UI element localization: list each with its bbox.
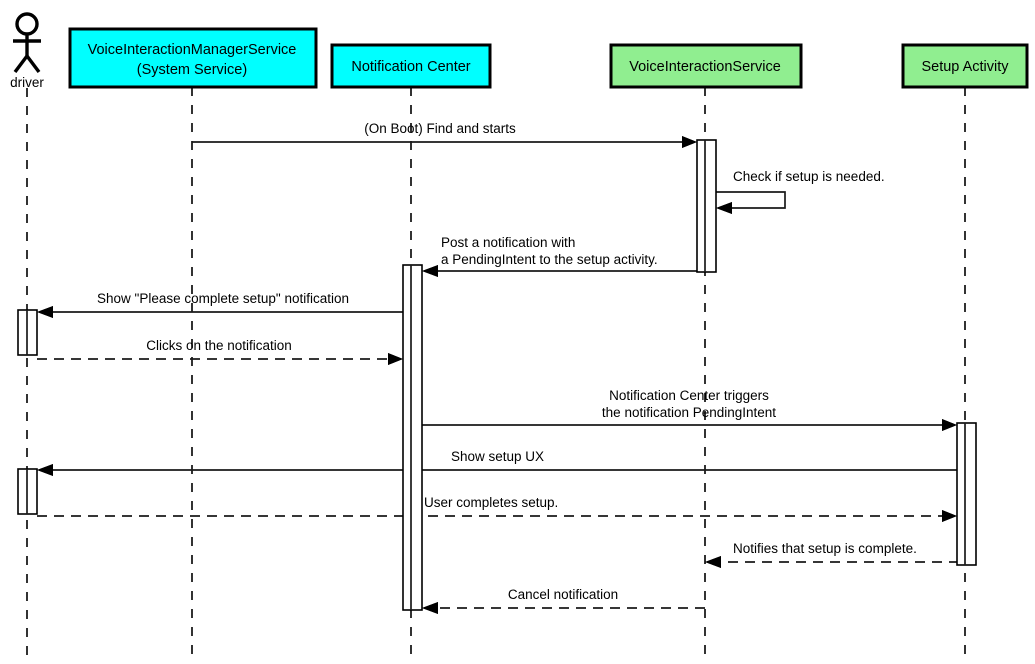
participant-label-line1: Setup Activity <box>921 59 1009 75</box>
message-notifies-that-setup-is-complete[interactable]: Notifies that setup is complete. <box>705 541 976 568</box>
message-check-if-setup-is-needed[interactable]: Check if setup is needed. <box>716 169 885 214</box>
message-clicks-on-the-notification[interactable]: Clicks on the notification <box>37 338 403 365</box>
arrowhead-left-icon <box>705 556 721 568</box>
arrowhead-left-icon <box>37 464 53 476</box>
message-label: Notifies that setup is complete. <box>733 541 917 556</box>
arrowhead-right-icon <box>388 353 403 365</box>
participant-label-line1: VoiceInteractionService <box>629 59 781 75</box>
arrowhead-left-icon <box>716 202 732 214</box>
participant-actor-driver[interactable]: driver <box>10 12 44 90</box>
message-label: Clicks on the notification <box>146 338 292 353</box>
participant-box-rect <box>901 43 1029 89</box>
arrowhead-right-icon <box>682 136 697 148</box>
participant-label-line1: VoiceInteractionManagerService <box>88 42 297 58</box>
participant-box-voiceinteractionmanagerservice[interactable]: VoiceInteractionManagerService (System S… <box>68 27 318 89</box>
activation-bars-group <box>17 139 977 611</box>
arrowhead-left-icon <box>37 306 53 318</box>
actor-leg-right-icon <box>25 54 41 74</box>
participant-box-voiceinteractionservice[interactable]: VoiceInteractionService <box>609 43 803 89</box>
message-label: Show setup UX <box>451 449 544 464</box>
activation-bar-voiceinteractionservice[interactable] <box>696 139 717 273</box>
message-cancel-notification[interactable]: Cancel notification <box>422 587 705 614</box>
message-label: Cancel notification <box>508 587 618 602</box>
activation-inner-lifeline-group <box>26 140 966 610</box>
message-show-setup-ux[interactable]: Show setup UX <box>37 449 965 476</box>
message-show-please-complete-setup-notification[interactable]: Show "Please complete setup" notificatio… <box>37 291 411 318</box>
message-label-line2: a PendingIntent to the setup activity. <box>441 252 658 267</box>
message-on-boot-find-and-starts[interactable]: (On Boot) Find and starts <box>192 121 697 148</box>
message-label: Check if setup is needed. <box>733 169 885 184</box>
arrowhead-left-icon <box>422 602 438 614</box>
message-label-line1: Notification Center triggers <box>609 388 769 403</box>
participant-box-rect <box>609 43 803 89</box>
participant-box-notification-center[interactable]: Notification Center <box>330 43 492 89</box>
message-label: Show "Please complete setup" notificatio… <box>97 291 349 306</box>
arrowheads-overlay-group <box>37 136 957 614</box>
message-user-completes-setup[interactable]: User completes setup. <box>37 495 957 522</box>
message-self-loop-line <box>716 191 786 209</box>
actor-leg-left-icon <box>13 54 29 74</box>
message-label-line1: Post a notification with <box>441 235 575 250</box>
participant-box-rect <box>330 43 492 89</box>
message-notification-center-triggers-pendingintent[interactable]: Notification Center triggers the notific… <box>422 388 957 431</box>
arrowhead-left-icon <box>422 265 438 277</box>
arrowhead-right-icon <box>942 510 957 522</box>
arrowhead-right-icon <box>942 419 957 431</box>
actor-label-driver: driver <box>10 75 44 90</box>
participant-label-line2: (System Service) <box>137 62 247 78</box>
participant-box-rect <box>68 27 318 89</box>
activation-bar-notification-center[interactable] <box>402 264 423 611</box>
actor-head-icon <box>15 12 39 36</box>
participant-box-setup-activity[interactable]: Setup Activity <box>901 43 1029 89</box>
message-label: User completes setup. <box>424 495 558 510</box>
participant-label-line1: Notification Center <box>351 59 470 75</box>
activation-bar-setup-activity[interactable] <box>956 422 977 566</box>
message-post-a-notification-with-pendingintent[interactable]: Post a notification with a PendingIntent… <box>422 235 716 277</box>
message-label-line2: the notification PendingIntent <box>602 405 776 420</box>
message-label: (On Boot) Find and starts <box>364 121 516 136</box>
